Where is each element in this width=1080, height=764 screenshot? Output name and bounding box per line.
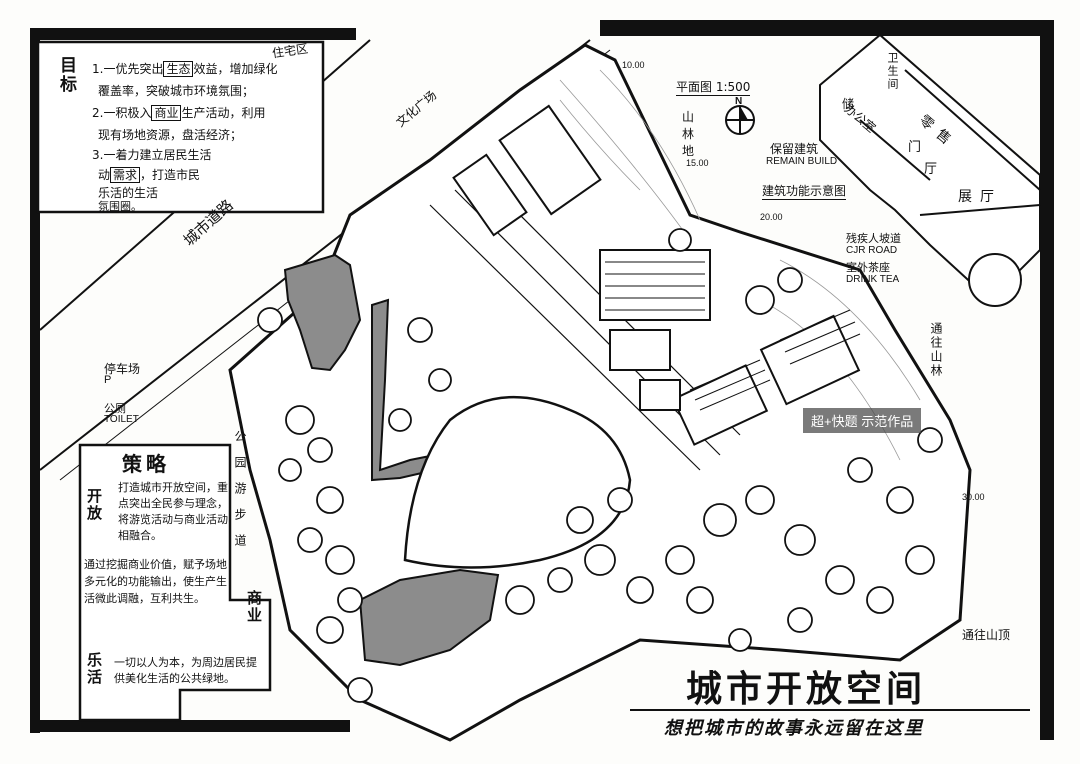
strategy-life-text: 一切以人为本，为周边居民提供美化生活的公共绿地。 — [114, 656, 257, 685]
elevation-1000: 10.00 — [622, 60, 645, 70]
strategy-tag-life: 乐活 — [85, 652, 103, 686]
key-plan-hall: 厅 — [924, 162, 938, 177]
goals-line-6: 动需求，打造市民 — [98, 166, 200, 183]
elevation-3000: 30.00 — [962, 492, 985, 502]
plan-scale-label: 平面图 1:500 — [676, 80, 751, 96]
elevation-2000: 20.00 — [760, 212, 783, 222]
strategy-commerce-text: 通过挖掘商业价值，赋予场地多元化的功能输出，使生产生活微此调融，互利共生。 — [84, 558, 227, 605]
key-plan — [819, 33, 1041, 302]
strategy-title: 策略 — [122, 452, 170, 476]
parking-label: 停车场 — [104, 362, 141, 376]
drink-tea-label: DRINK TEA — [846, 274, 900, 285]
to-forest-label: 通往山林 — [929, 322, 943, 378]
sheet-frame — [30, 20, 1054, 740]
elevation-1500: 15.00 — [686, 158, 709, 168]
mountain-forest-label: 山林地 — [682, 110, 705, 158]
park-path-label: 公园游步道 — [233, 430, 247, 560]
north-label: N — [735, 96, 743, 107]
tree-clusters — [257, 228, 943, 703]
goals-label: 目标 — [56, 56, 76, 94]
strategy-open-text: 打造城市开放空间，重点突出全民参与理念，将游览活动与商业活动相融合。 — [118, 481, 228, 542]
outdoor-tea-label: 室外茶座 — [846, 261, 890, 274]
toilet-label: 公厕 — [104, 402, 126, 415]
function-diagram-label: 建筑功能示意图 — [762, 184, 847, 200]
stair-hatching — [605, 261, 861, 411]
goals-line-5: 3.一着力建立居民生活 — [92, 148, 212, 162]
strategy-tag-open: 开放 — [85, 488, 103, 522]
accessible-ramp-label: 残疾人坡道 — [846, 232, 901, 245]
north-arrow — [725, 105, 755, 135]
strategy-panel-outline — [78, 443, 272, 722]
goals-line-6-rest: ，打造市民 — [140, 168, 201, 182]
key-plan-exhibition: 展厅 — [958, 189, 1002, 205]
key-plan-tree — [968, 253, 1022, 307]
goals-line-1-boxed: 生态 — [163, 61, 194, 77]
goals-line-1: 1.一优先突出生态效益，增加绿化 — [92, 60, 277, 77]
key-plan-toilet: 卫生间 — [886, 52, 899, 91]
main-title: 城市开放空间 — [686, 668, 927, 710]
goals-panel-outline — [36, 40, 325, 214]
goals-line-4: 现有场地资源，盘活经济； — [98, 128, 243, 142]
toilet-en-label: TOILET — [104, 414, 139, 425]
goals-line-3: 2.一积极入商业生产活动，利用 — [92, 104, 265, 121]
goals-line-8: 氛围圈。 — [98, 200, 142, 213]
remain-build-label: REMAIN BUILD — [766, 156, 838, 167]
goals-line-1-rest: 效益，增加绿化 — [193, 62, 278, 76]
key-plan-door: 门 — [908, 140, 922, 155]
goals-line-1-text: 1.一优先突出 — [92, 62, 164, 76]
goals-line-3-text: 2.一积极入 — [92, 106, 152, 120]
subtitle: 想把城市的故事永远留在这里 — [664, 718, 924, 739]
parking-p-label: P — [104, 374, 112, 386]
key-plan-storage: 储 — [842, 97, 855, 111]
strategy-tag-commerce: 商业 — [245, 590, 263, 624]
goals-line-3-boxed: 商业 — [151, 105, 182, 121]
goals-line-6-pre: 动 — [98, 168, 111, 182]
goals-line-6-boxed: 需求 — [110, 167, 141, 183]
cjr-road-label: CJR ROAD — [846, 245, 898, 256]
keep-building-label: 保留建筑 — [770, 142, 819, 156]
watermark: 超+快题 示范作品 — [803, 408, 922, 433]
goals-line-7: 乐活的生活 — [98, 186, 159, 200]
goals-line-2: 覆盖率，突破城市环境氛围； — [98, 84, 255, 98]
to-mountain-top-label: 通往山顶 — [962, 628, 1011, 642]
goals-line-3-rest: 生产活动，利用 — [181, 106, 266, 120]
